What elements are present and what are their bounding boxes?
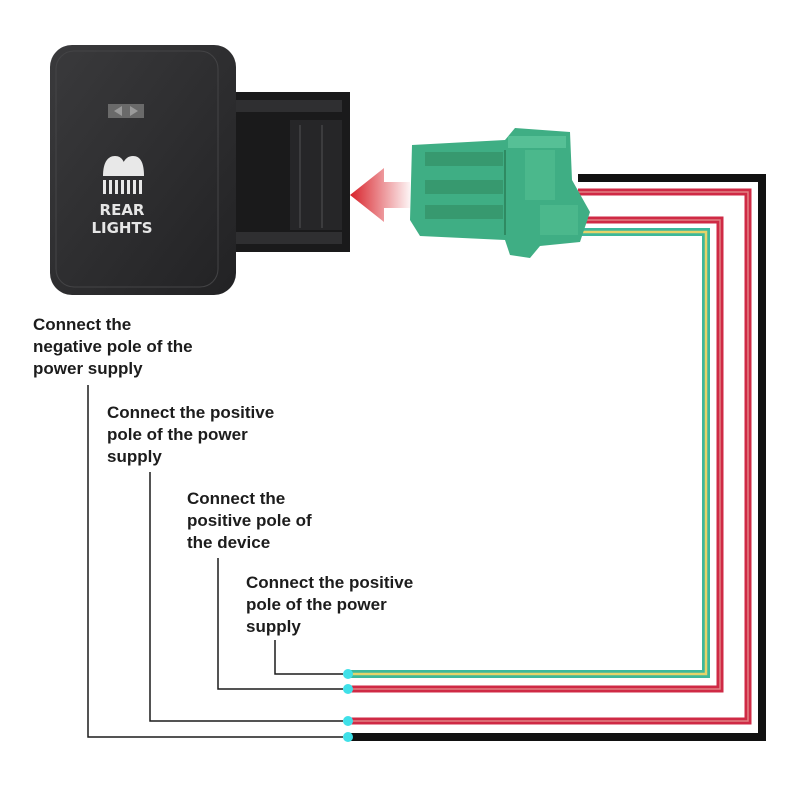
wire-red-inner <box>348 216 724 693</box>
leader-line-negative <box>87 385 343 738</box>
callout-2-line-1: Connect the positive <box>107 403 274 422</box>
switch-label-line2: LIGHTS <box>91 219 152 237</box>
callout-4-line-3: supply <box>246 617 301 636</box>
callout-2-line-3: supply <box>107 447 162 466</box>
callout-1-line-3: power supply <box>33 359 143 378</box>
terminal-dot-3 <box>343 716 353 726</box>
switch-label-line1: REAR <box>100 201 145 219</box>
leader-line-device <box>217 558 343 690</box>
callout-1-line-1: Connect the <box>33 315 131 334</box>
wire-red-outer <box>348 188 752 725</box>
wire-bundle <box>348 174 766 741</box>
callout-1-line-2: negative pole of the <box>33 337 193 356</box>
callout-negative-supply: Connect the negative pole of the power s… <box>33 315 193 378</box>
rear-lights-icon <box>103 156 144 194</box>
wire-black <box>348 174 766 741</box>
insert-arrow-icon <box>350 168 410 222</box>
leader-lines <box>87 385 343 738</box>
callout-4-line-2: pole of the power <box>246 595 387 614</box>
callout-4-line-1: Connect the positive <box>246 573 413 592</box>
callout-device-positive: Connect the positive pole of the device <box>187 489 312 552</box>
callout-3-line-2: positive pole of <box>187 511 312 530</box>
indicator-led-icon <box>108 104 144 118</box>
terminal-dot-4 <box>343 732 353 742</box>
callout-2-line-2: pole of the power <box>107 425 248 444</box>
terminal-dot-1 <box>343 669 353 679</box>
leader-line-positive-supply-2 <box>274 640 343 675</box>
wire-green <box>348 228 710 678</box>
callout-positive-supply-2: Connect the positive pole of the power s… <box>246 573 413 636</box>
terminal-dots <box>343 669 353 742</box>
callout-3-line-1: Connect the <box>187 489 285 508</box>
switch-body <box>50 45 350 295</box>
leader-line-positive-supply <box>149 472 343 722</box>
callout-3-line-3: the device <box>187 533 270 552</box>
callout-positive-supply: Connect the positive pole of the power s… <box>107 403 274 466</box>
terminal-dot-2 <box>343 684 353 694</box>
green-connector-icon <box>410 128 590 258</box>
